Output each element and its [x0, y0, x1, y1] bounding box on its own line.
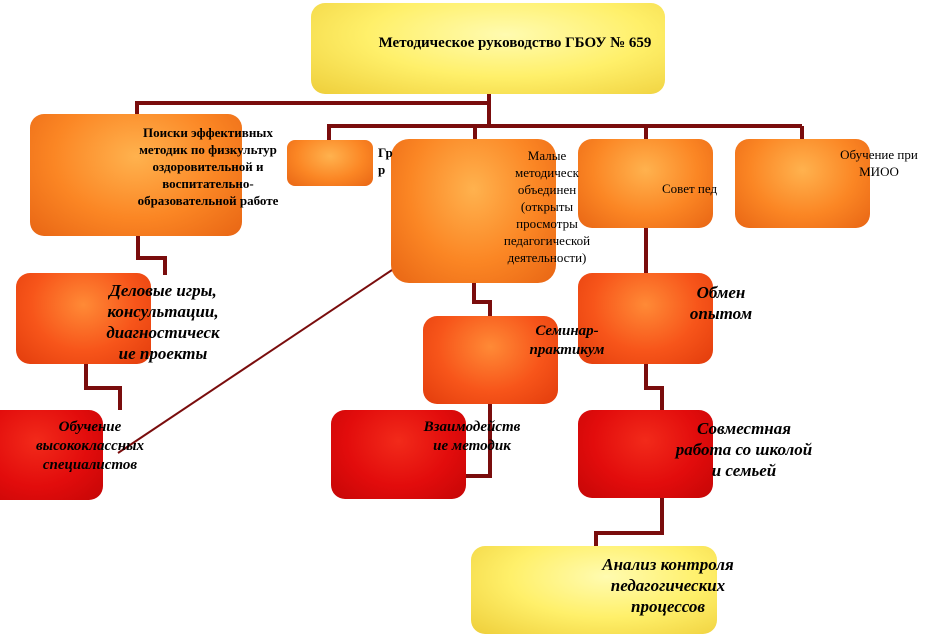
label-training-line: высококлассных	[35, 438, 145, 454]
label-analysis: Анализ контроля педагогических процессов	[578, 554, 758, 617]
box-interaction	[331, 410, 466, 499]
box-council	[578, 139, 713, 228]
connector-diagonal	[117, 269, 393, 454]
label-small-assoc-line: педагогической	[503, 233, 591, 248]
label-groups: Гр р	[378, 144, 393, 178]
connector-games-training	[84, 364, 122, 410]
box-root	[311, 3, 665, 94]
label-joint: Совместная работа со школой и семьей	[654, 418, 834, 481]
box-training	[0, 410, 103, 500]
connector-search-games	[136, 236, 167, 275]
connector-exchange-joint	[644, 364, 664, 410]
label-search-line: воспитательно-	[162, 176, 254, 191]
label-games-line: диагностическ	[106, 323, 220, 342]
label-groups-line: Гр	[378, 145, 393, 160]
label-small-assoc-line: деятельности)	[507, 250, 587, 265]
connector-root-trunk	[135, 94, 491, 118]
box-search	[30, 114, 242, 236]
box-analysis	[471, 546, 717, 634]
box-small-assoc	[391, 139, 556, 283]
label-council: Совет пед	[662, 180, 717, 197]
label-interaction-line: Взаимодейств	[423, 419, 521, 435]
box-joint	[578, 410, 713, 498]
box-groups	[287, 140, 373, 186]
label-joint-line: и семьей	[711, 461, 777, 480]
label-exchange-line: Обмен	[696, 283, 746, 302]
box-games	[16, 273, 151, 364]
label-games: Деловые игры, консультации, диагностичес…	[90, 280, 236, 364]
label-search-line: оздоровительной и	[152, 159, 264, 174]
label-small-assoc-line: объединен	[517, 182, 577, 197]
box-exchange	[578, 273, 713, 364]
label-small-assoc-line: Малые	[527, 148, 567, 163]
connector-assoc-seminar	[472, 283, 492, 316]
label-exchange-line: опытом	[689, 304, 753, 323]
label-mioo-line: МИОО	[859, 164, 899, 179]
label-search-line: Поиски эффективных	[143, 125, 273, 140]
label-analysis-line: Анализ контроля	[602, 555, 734, 574]
label-mioo: Обучение при МИОО	[826, 146, 932, 180]
connector-seminar-interaction	[456, 404, 492, 478]
connector-main-bus	[327, 103, 491, 140]
label-games-line: ие проекты	[118, 344, 208, 363]
label-analysis-line: процессов	[631, 597, 705, 616]
label-joint-line: работа со школой	[675, 440, 813, 459]
box-mioo	[735, 139, 870, 228]
label-seminar: Семинар- практикум	[510, 322, 624, 360]
label-interaction-line: ие методик	[433, 438, 511, 454]
label-analysis-line: педагогических	[610, 576, 726, 595]
label-search-line: методик по физкультур	[139, 142, 277, 157]
box-seminar	[423, 316, 558, 404]
label-root-line: Методическое руководство ГБОУ № 659	[378, 35, 652, 51]
label-exchange: Обмен опытом	[666, 282, 776, 324]
label-council-line: Совет пед	[662, 181, 718, 196]
label-seminar-line: Семинар-	[535, 323, 599, 339]
label-search: Поиски эффективных методик по физкультур…	[108, 124, 308, 209]
label-interaction: Взаимодейств ие методик	[404, 418, 540, 456]
label-small-assoc-line: просмотры	[516, 216, 578, 231]
label-search-line: образовательной работе	[137, 193, 279, 208]
label-training: Обучение высококлассных специалистов	[14, 418, 166, 475]
label-small-assoc: Малые методическ объединен (открыты прос…	[482, 147, 612, 266]
label-training-line: специалистов	[42, 457, 138, 473]
label-joint-line: Совместная	[697, 419, 791, 438]
connector-joint-analysis	[594, 498, 664, 546]
label-mioo-line: Обучение при	[840, 147, 918, 162]
label-root: Методическое руководство ГБОУ № 659	[372, 34, 658, 53]
label-games-line: Деловые игры,	[109, 281, 217, 300]
label-small-assoc-line: (открыты	[520, 199, 574, 214]
label-training-line: Обучение	[58, 419, 122, 435]
label-groups-line: р	[378, 162, 386, 177]
label-small-assoc-line: методическ	[515, 165, 579, 180]
label-seminar-line: практикум	[529, 342, 605, 358]
label-games-line: консультации,	[107, 302, 219, 321]
